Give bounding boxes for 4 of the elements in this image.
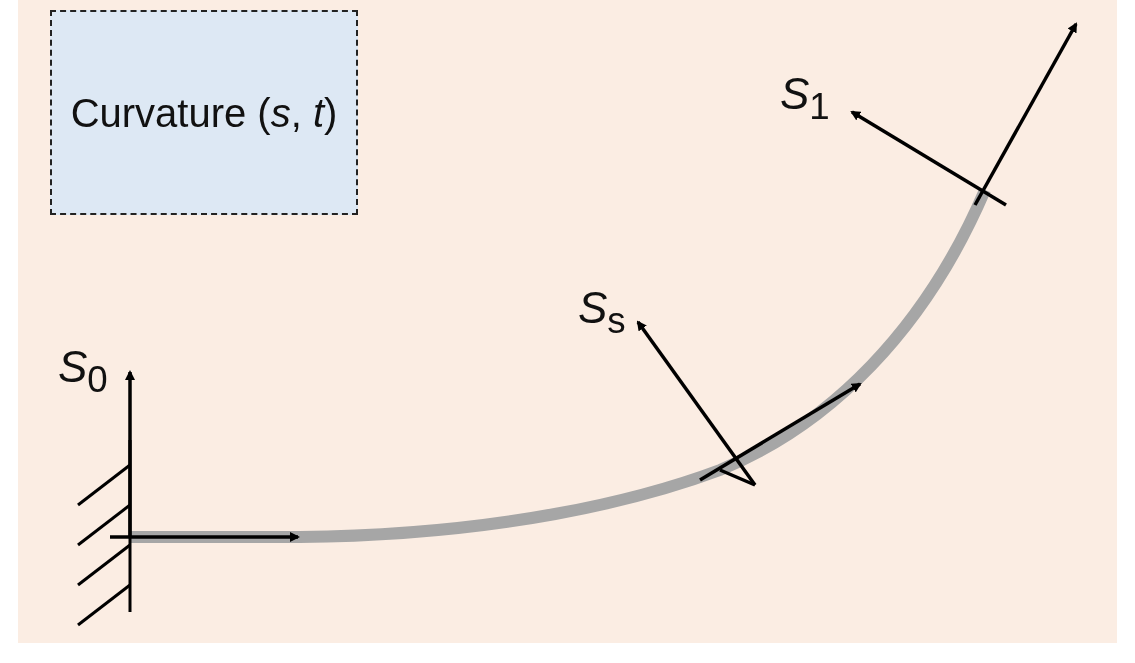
frame-label: S$_{s}$ bbox=[578, 286, 626, 340]
term-box: Curvature (s, t) bbox=[50, 10, 358, 215]
frame-label: S$_{0}$ bbox=[58, 345, 108, 399]
frame-label: S$_{1}$ bbox=[780, 72, 830, 126]
